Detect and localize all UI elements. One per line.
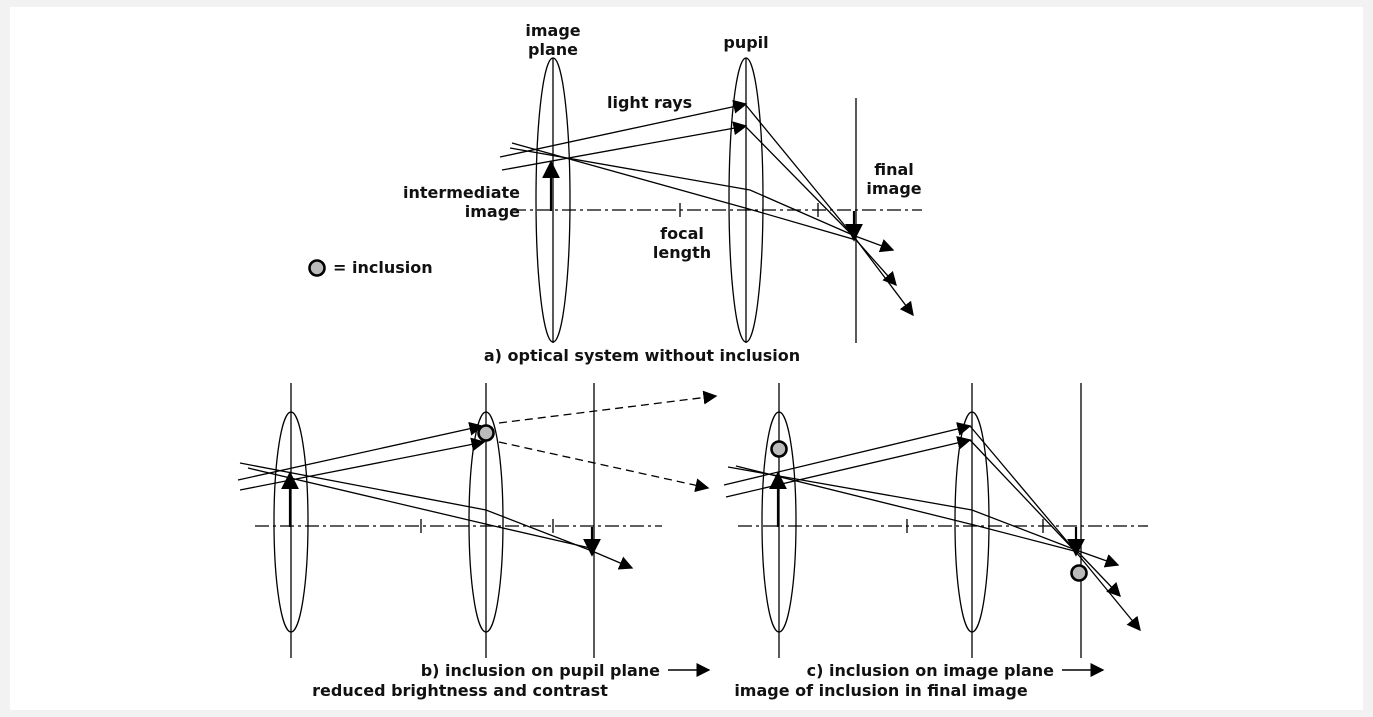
intermediate-image-label: intermediate image (380, 183, 520, 221)
diagram-b (237, 383, 718, 658)
light-ray (499, 99, 748, 158)
caption-c-line1: c) inclusion on image plane (806, 661, 1054, 680)
intermediate-image-label-line2: image (464, 202, 520, 221)
caption-b-line1: b) inclusion on pupil plane (420, 661, 660, 680)
caption-b: b) inclusion on pupil plane (220, 661, 660, 680)
diagram-a (499, 57, 922, 343)
light-ray (727, 466, 1120, 568)
intermediate-image-label-line1: intermediate (402, 183, 520, 202)
inclusion-legend-label: = inclusion (333, 258, 433, 277)
light-ray (969, 439, 1077, 553)
blocked-ray (498, 441, 710, 493)
focal-length-label-line1: focal (660, 224, 704, 243)
light-ray (735, 465, 1121, 598)
pupil-lens (728, 57, 764, 343)
light-ray (969, 425, 1141, 632)
pupil-label: pupil (723, 33, 769, 52)
figure-panel (10, 7, 1363, 710)
focal-length-label: focal length (640, 224, 724, 262)
light-ray (744, 125, 856, 239)
pupil-lens (468, 411, 504, 633)
pupil-lens (954, 411, 990, 633)
light-ray (237, 421, 484, 481)
light-ray (247, 467, 591, 549)
image-plane-lens (761, 411, 797, 633)
image-plane-label: image plane (523, 21, 583, 59)
light-ray (511, 142, 897, 287)
inclusion-in-final-image (1070, 564, 1088, 582)
light-ray (723, 422, 972, 486)
final-image-label-line2: image (866, 179, 922, 198)
image-plane-label-line1: image (525, 21, 581, 40)
light-rays-label: light rays (607, 93, 693, 112)
final-image-label: final image (864, 160, 924, 198)
caption-a: a) optical system without inclusion (483, 346, 801, 365)
caption-b-line2: reduced brightness and contrast (312, 681, 608, 700)
image-plane-lens (535, 57, 571, 343)
focal-length-label-line2: length (652, 243, 712, 262)
inclusion-on-image-plane (770, 440, 788, 458)
inclusion-on-pupil (477, 424, 495, 442)
diagram-c (723, 383, 1148, 658)
final-image-label-line1: final (874, 160, 914, 179)
light-ray (509, 147, 895, 253)
caption-c-line2: image of inclusion in final image (734, 681, 1028, 700)
image-plane-label-line2: plane (528, 40, 578, 59)
light-ray (501, 121, 748, 171)
blocked-ray (498, 390, 718, 424)
light-ray (725, 436, 972, 498)
image-plane-lens (273, 411, 309, 633)
light-ray (239, 437, 486, 491)
caption-c: c) inclusion on image plane (614, 661, 1054, 680)
light-ray (239, 462, 634, 570)
inclusion-legend-icon (308, 259, 326, 277)
